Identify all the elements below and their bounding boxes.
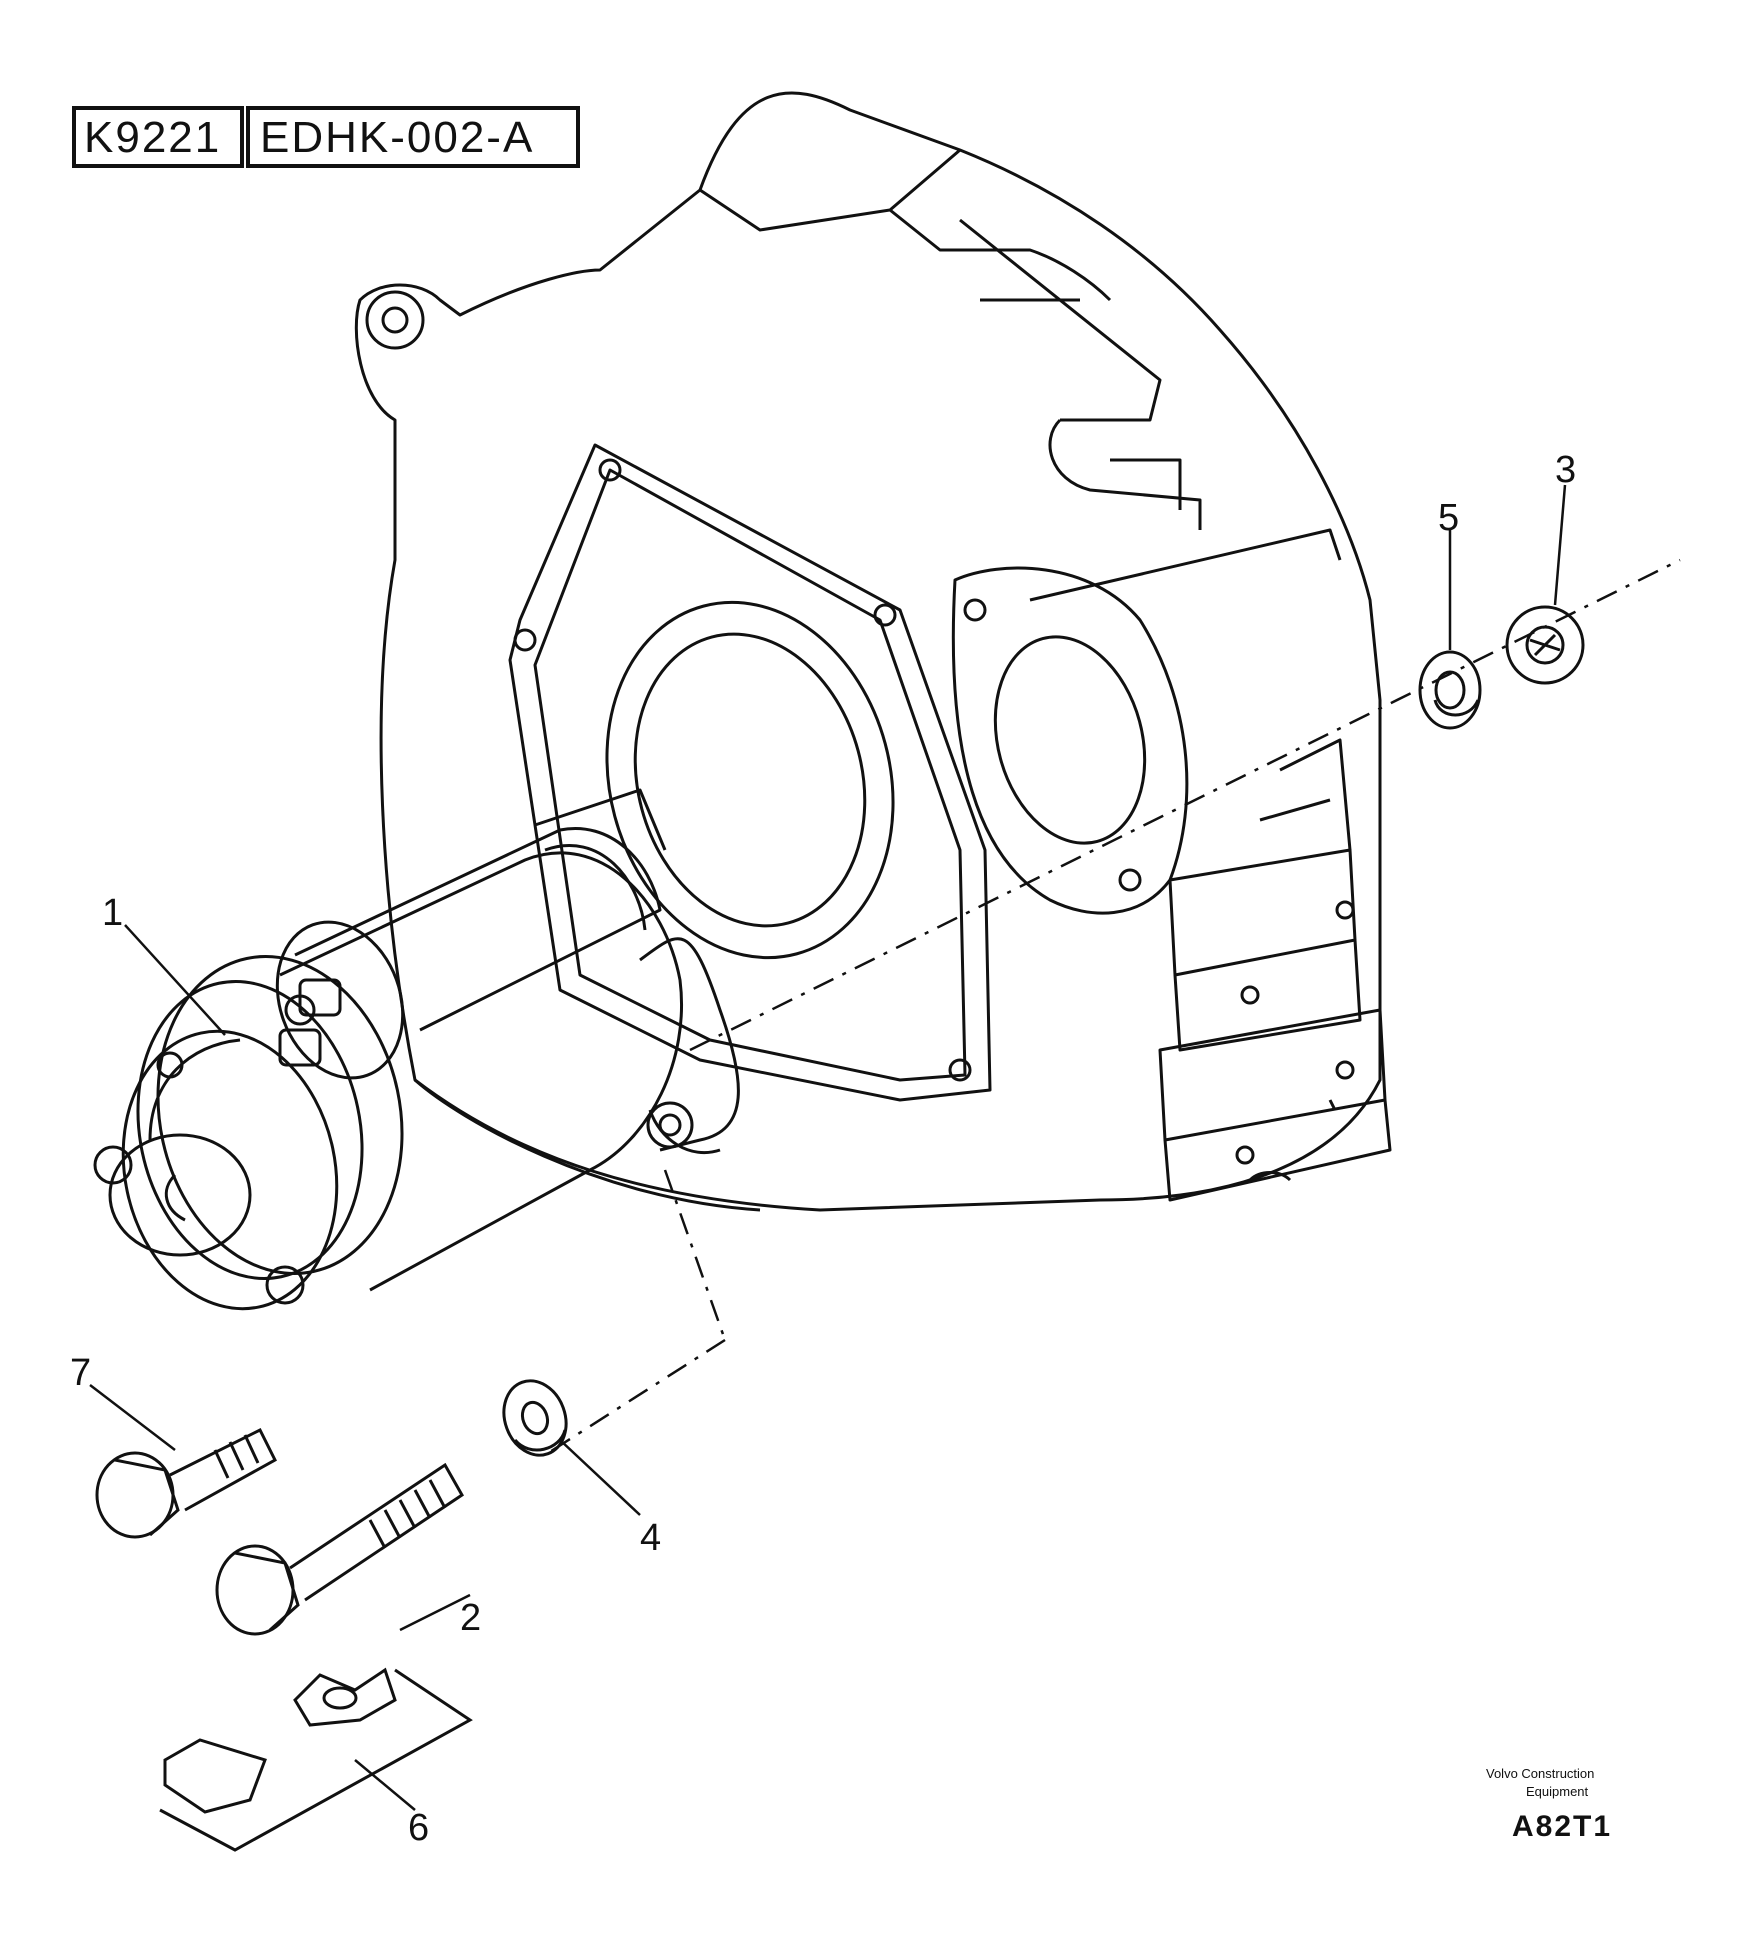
callout-3: 3 [1555, 449, 1576, 491]
reference-code: EDHK-002-A [260, 113, 534, 162]
assembly-centre-lines [544, 558, 1681, 1457]
callout-leader-lines [89, 484, 1567, 1811]
callout-7: 7 [70, 1352, 91, 1394]
part-2-bolt [215, 1462, 464, 1636]
reference-group: K9221 [84, 113, 221, 162]
callout-4: 4 [640, 1517, 661, 1559]
callout-2: 2 [460, 1597, 481, 1639]
credit-line-1: Volvo Construction [1486, 1766, 1594, 1781]
part-7-bolt [95, 1427, 277, 1539]
part-4-washer [502, 1379, 568, 1457]
flywheel-housing [354, 91, 1392, 1212]
callout-1: 1 [102, 892, 123, 934]
part-5-spring-washer [1418, 650, 1482, 730]
figure-code: A82T1 [1512, 1810, 1612, 1843]
part-6-tab-washer-kit [159, 1667, 473, 1852]
reference-header: K9221 EDHK-002-A [72, 106, 580, 168]
callout-numbers: 1 2 3 4 5 6 7 [70, 449, 1576, 1849]
part-3-nut [1505, 605, 1585, 685]
starter-motor [93, 788, 740, 1311]
callout-6: 6 [408, 1807, 429, 1849]
footer: Volvo Construction Equipment A82T1 [1486, 1766, 1612, 1843]
callout-5: 5 [1438, 497, 1459, 539]
credit-line-2: Equipment [1526, 1784, 1589, 1799]
